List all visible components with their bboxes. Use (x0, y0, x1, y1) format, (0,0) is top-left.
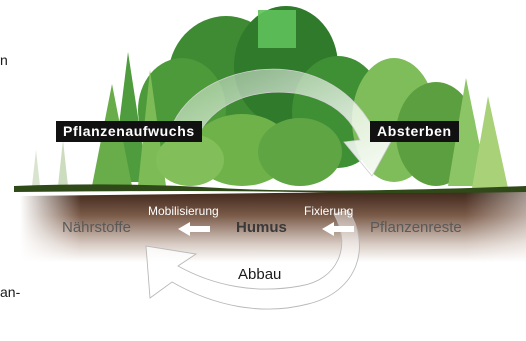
mobilization-label: Mobilisierung (148, 204, 219, 218)
fixation-label: Fixierung (304, 204, 353, 218)
stray-char: n (0, 52, 8, 68)
decomposition-label: Abbau (238, 266, 281, 283)
forest-trees (32, 6, 508, 188)
stray-fragment: an- (0, 284, 20, 300)
plant-residues-label: Pflanzenreste (370, 219, 462, 236)
humus-label: Humus (236, 219, 287, 236)
nutrients-label: Nährstoffe (62, 219, 131, 236)
growth-label: Pflanzenaufwuchs (56, 121, 202, 142)
death-label: Absterben (370, 121, 459, 142)
